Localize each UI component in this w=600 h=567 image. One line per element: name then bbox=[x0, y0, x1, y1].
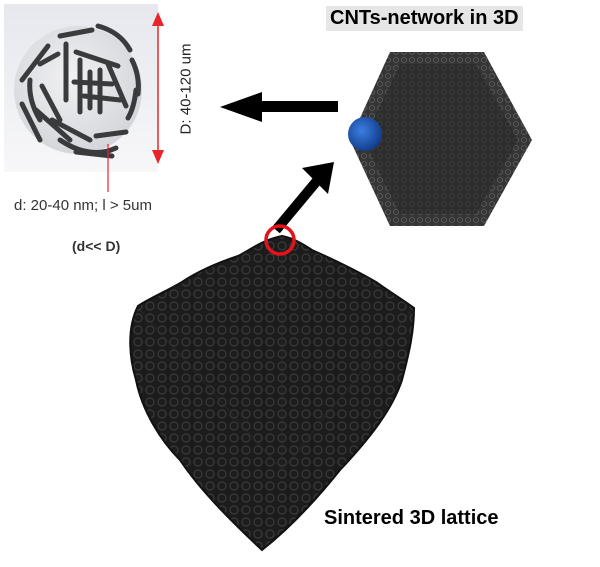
cnt-dimensions-label: d: 20-40 nm; l > 5um bbox=[14, 197, 152, 214]
sphere-diameter-label: D: 40-120 um bbox=[176, 14, 196, 164]
cnt-network-hex bbox=[348, 52, 532, 226]
cnt-network-title: CNTs-network in 3D bbox=[326, 6, 523, 31]
lattice-title: Sintered 3D lattice bbox=[324, 507, 499, 529]
sintered-lattice-cube bbox=[129, 234, 416, 552]
sphere-diameter-text: D: 40-120 um bbox=[177, 43, 195, 135]
arrow-left-icon bbox=[220, 92, 338, 122]
size-ratio-label: (d<< D) bbox=[72, 238, 121, 254]
arrow-up-right-icon bbox=[272, 162, 334, 234]
cnt-sphere bbox=[14, 23, 142, 159]
highlight-circle bbox=[264, 224, 296, 256]
blue-sphere-icon bbox=[348, 117, 382, 151]
diameter-arrow bbox=[152, 12, 164, 164]
